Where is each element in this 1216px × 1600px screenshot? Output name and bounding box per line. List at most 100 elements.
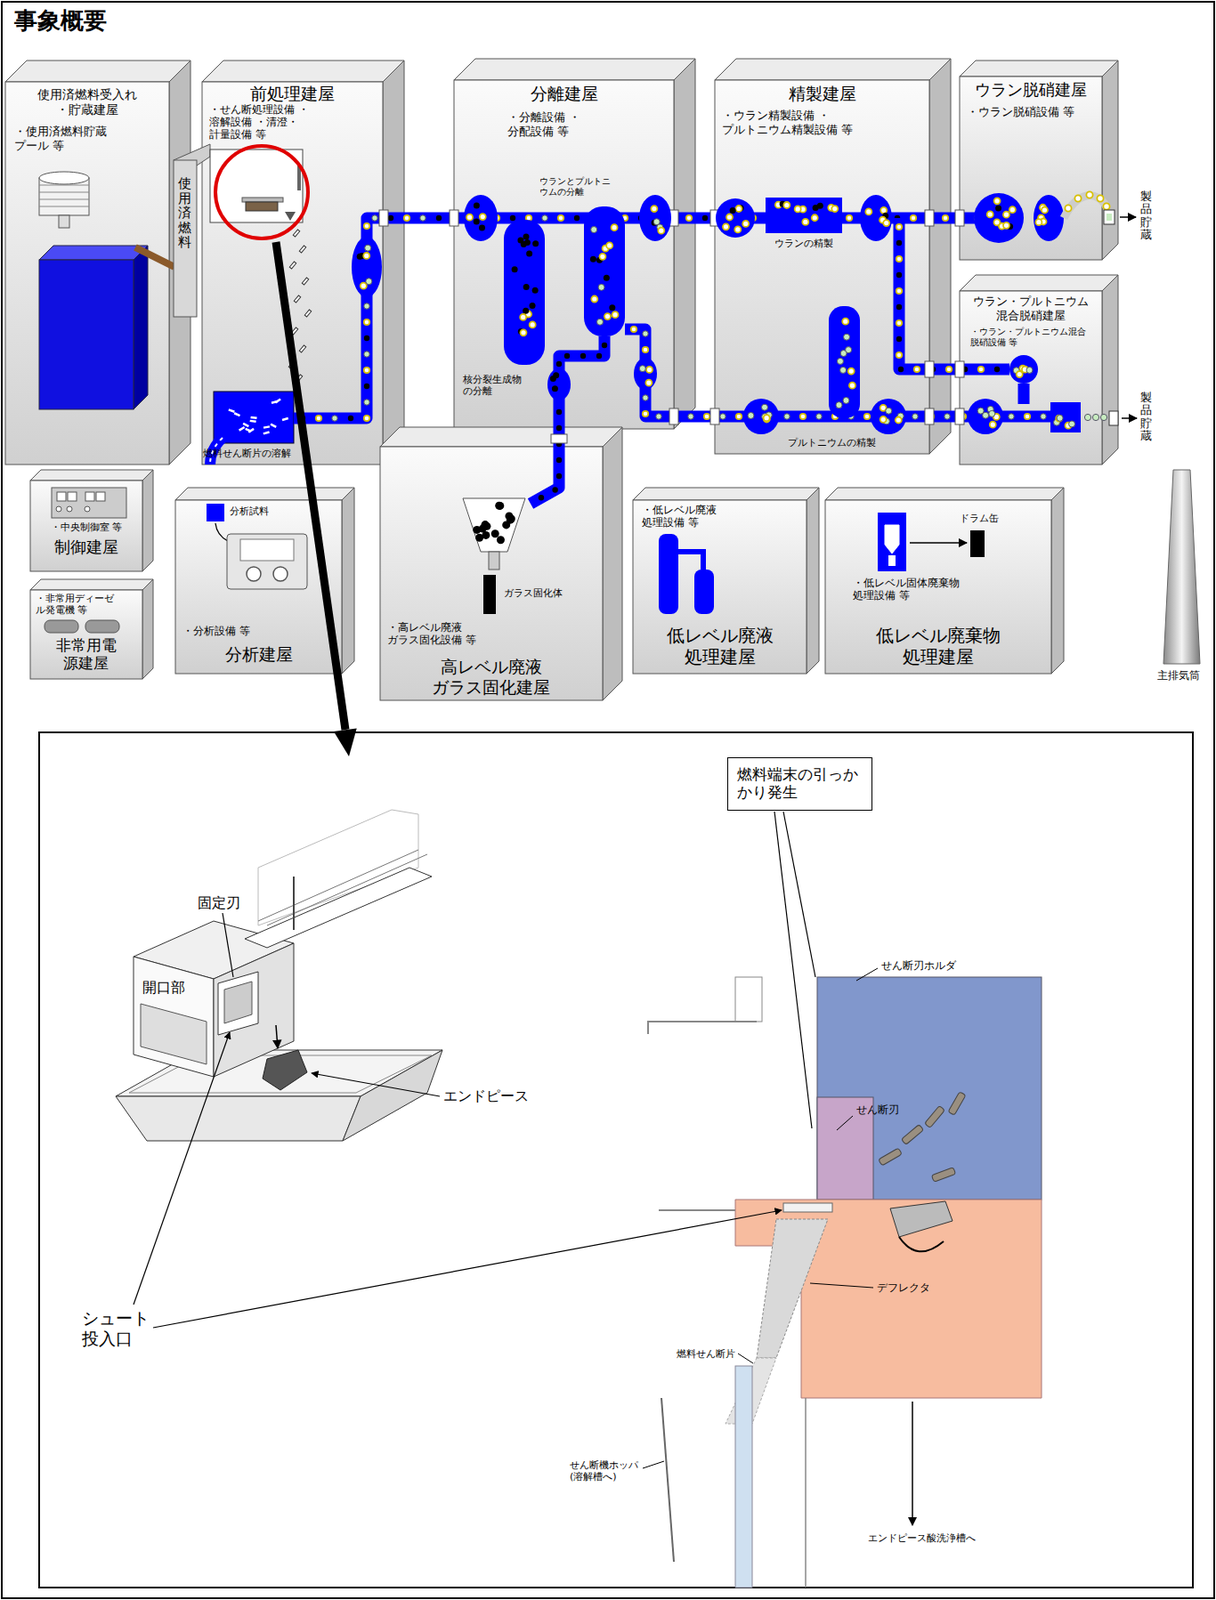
- pipe: [293, 218, 488, 419]
- particle: [532, 240, 539, 247]
- panel-screen: [96, 492, 106, 502]
- fuel-piece: [948, 1092, 966, 1117]
- storage-pool: [39, 259, 134, 410]
- hopper-wall: [661, 1398, 674, 1563]
- node-text: 制御建屋: [54, 537, 119, 558]
- part-label: ガラス固化体: [503, 587, 563, 600]
- node-text: ・ウラン・プルトニウム混合 脱硝設備 等: [970, 326, 1091, 349]
- particle: [978, 366, 984, 373]
- particle: [994, 366, 1000, 373]
- dissolver: [213, 391, 294, 444]
- particle: [591, 226, 598, 234]
- building-side: [382, 60, 405, 465]
- particle: [604, 313, 611, 320]
- leader-line: [737, 1353, 754, 1364]
- fuel-piece: [282, 417, 289, 422]
- particle: [742, 220, 749, 227]
- glove-port: [246, 567, 261, 582]
- pool-side: [133, 245, 148, 410]
- particle: [816, 413, 822, 420]
- building-roof: [959, 60, 1119, 77]
- building-side: [142, 470, 154, 572]
- building-roof: [30, 470, 154, 481]
- part-label: ウランとプルトニウムの分離: [539, 176, 613, 198]
- fuel-piece: [250, 420, 257, 423]
- particle: [529, 321, 536, 328]
- building-roof: [825, 487, 1064, 501]
- particle: [495, 502, 504, 511]
- node-text: ウラン・プルトニウム 混合脱硝建屋: [968, 294, 1095, 323]
- building-side: [806, 487, 819, 674]
- particle: [639, 365, 646, 373]
- fuel-piece: [275, 398, 282, 405]
- panel-button: [66, 506, 73, 512]
- vessel: [1033, 194, 1064, 242]
- vessel: [633, 357, 657, 390]
- pipe: [530, 336, 605, 504]
- particle: [800, 413, 806, 420]
- particle: [420, 215, 426, 221]
- fuel-piece: [289, 261, 296, 269]
- building: ・低レベル固体廃棄物 処理設備 等低レベル廃棄物 処理建屋: [825, 500, 1052, 674]
- fuel-stripe: [39, 199, 90, 201]
- particle: [729, 207, 737, 214]
- deflector: [756, 1219, 828, 1359]
- particle: [364, 383, 370, 390]
- end-piece-wire: [899, 1237, 944, 1252]
- vessel: [743, 398, 779, 435]
- particle: [551, 486, 558, 493]
- part-label: 主排気筒: [1157, 669, 1200, 682]
- particle: [736, 413, 742, 420]
- node-text: ウラン脱硝建屋: [974, 80, 1087, 100]
- particle: [1074, 194, 1081, 202]
- fuel-piece: [263, 425, 270, 430]
- particle: [994, 197, 1001, 204]
- particle: [526, 251, 533, 258]
- particle: [574, 215, 580, 221]
- node-text: 精製建屋: [788, 83, 857, 105]
- detail-frame: [39, 732, 1193, 1589]
- particle: [835, 402, 843, 409]
- part-label: 核分裂生成物の分離: [462, 373, 524, 398]
- node-text: 分離建屋: [530, 83, 599, 105]
- node-text: ・高レベル廃液 ガラス固化設備 等: [387, 621, 482, 648]
- vessel: [463, 194, 498, 242]
- building-front: [453, 80, 674, 430]
- node-text: ・非常用ディーゼル発電機 等: [35, 592, 117, 617]
- part-label: エンドピース: [443, 1087, 529, 1105]
- particle: [763, 414, 771, 422]
- particle: [523, 233, 530, 240]
- glass-canister: [483, 575, 496, 615]
- frame: [735, 977, 763, 1022]
- particle: [364, 335, 370, 341]
- vessel: [967, 398, 1004, 435]
- particle: [364, 367, 370, 373]
- hopper-body: [735, 1199, 1042, 1399]
- particle: [1086, 191, 1093, 198]
- building-side: [1102, 60, 1119, 260]
- node-text: ・せん断処理設備 ・溶解設備 ・清澄・計量設備 等: [209, 104, 315, 141]
- fuel-stripe: [39, 206, 90, 208]
- particle: [611, 224, 618, 231]
- incinerator-icon: [888, 555, 896, 567]
- wall-sleeve: [924, 210, 934, 227]
- particle: [946, 366, 952, 373]
- particle: [502, 520, 511, 529]
- wall-sleeve: [551, 434, 568, 444]
- node-text: 分析建屋: [225, 644, 293, 665]
- building-front: [959, 76, 1103, 260]
- particle: [538, 494, 544, 501]
- particle: [388, 215, 394, 221]
- building-side: [341, 487, 355, 674]
- particle: [720, 413, 726, 420]
- melter-funnel: [462, 498, 526, 552]
- particle: [1096, 194, 1103, 202]
- fuel-piece: [238, 426, 245, 432]
- particle: [364, 223, 370, 229]
- building-roof: [714, 58, 951, 81]
- fuel-transfer-rod: [135, 247, 175, 268]
- control-panel: [51, 487, 127, 519]
- building-roof: [5, 60, 191, 82]
- evaporator: [658, 534, 679, 615]
- particle: [556, 473, 562, 479]
